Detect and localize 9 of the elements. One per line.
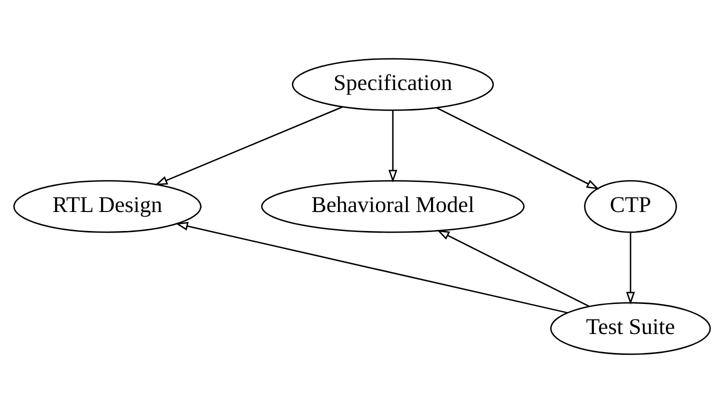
arrow	[175, 221, 568, 313]
arrow	[626, 232, 635, 304]
arrow	[388, 110, 398, 182]
node-ellipse: Specification	[292, 58, 494, 110]
node-ellipse: Test Suite	[550, 302, 711, 354]
arrow	[154, 106, 343, 185]
arrow	[436, 106, 600, 189]
node-ellipse: Behavioral Model	[261, 180, 525, 232]
arrow	[436, 229, 590, 307]
